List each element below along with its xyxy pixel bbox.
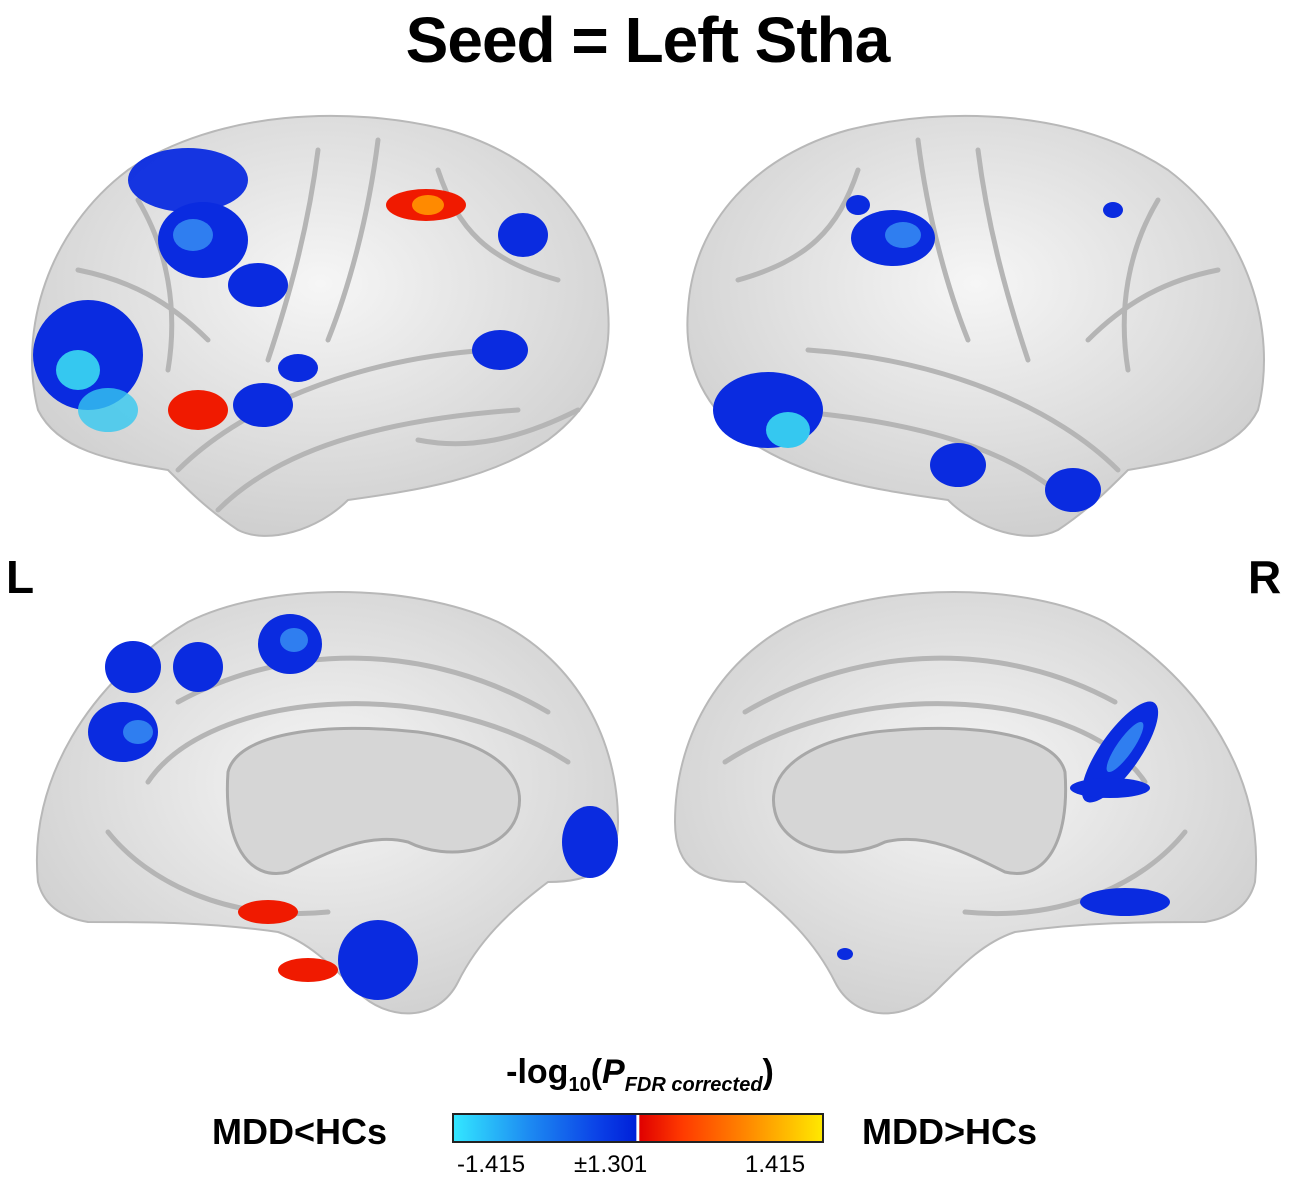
colorbar-lower-label: MDD<HCs [212,1111,388,1152]
right-lateral-brain [686,114,1265,537]
colorbar-tick-max: 1.415 [745,1151,806,1178]
colorbar [452,1113,824,1143]
right-hemisphere-label: R [1248,551,1282,603]
colorbar-title-p: P [602,1053,625,1091]
activation-clusters [88,614,618,1000]
left-medial-brain [35,591,620,1015]
activation-clusters [713,195,1123,512]
left-hemisphere-label: L [6,551,35,603]
colorbar-title-p-subscript: FDR corrected [624,1074,763,1096]
medial-wall [772,726,1068,875]
medial-wall [225,726,521,875]
activation-clusters [33,148,548,432]
colorbar-tick-threshold: ±1.301 [574,1151,648,1178]
colorbar-tick-min: -1.415 [457,1151,526,1178]
right-medial-brain [673,591,1258,1015]
left-lateral-brain [31,114,610,537]
colorbar-title: -log10(PFDR corrected) [506,1053,774,1096]
colorbar-higher-label: MDD>HCs [862,1111,1038,1152]
colorbar-title-base: 10 [568,1073,591,1096]
colorbar-title-log: -log [506,1053,569,1091]
figure-title: Seed = Left Stha [405,4,891,76]
sulci-lines [75,137,581,513]
activation-clusters [837,701,1170,960]
